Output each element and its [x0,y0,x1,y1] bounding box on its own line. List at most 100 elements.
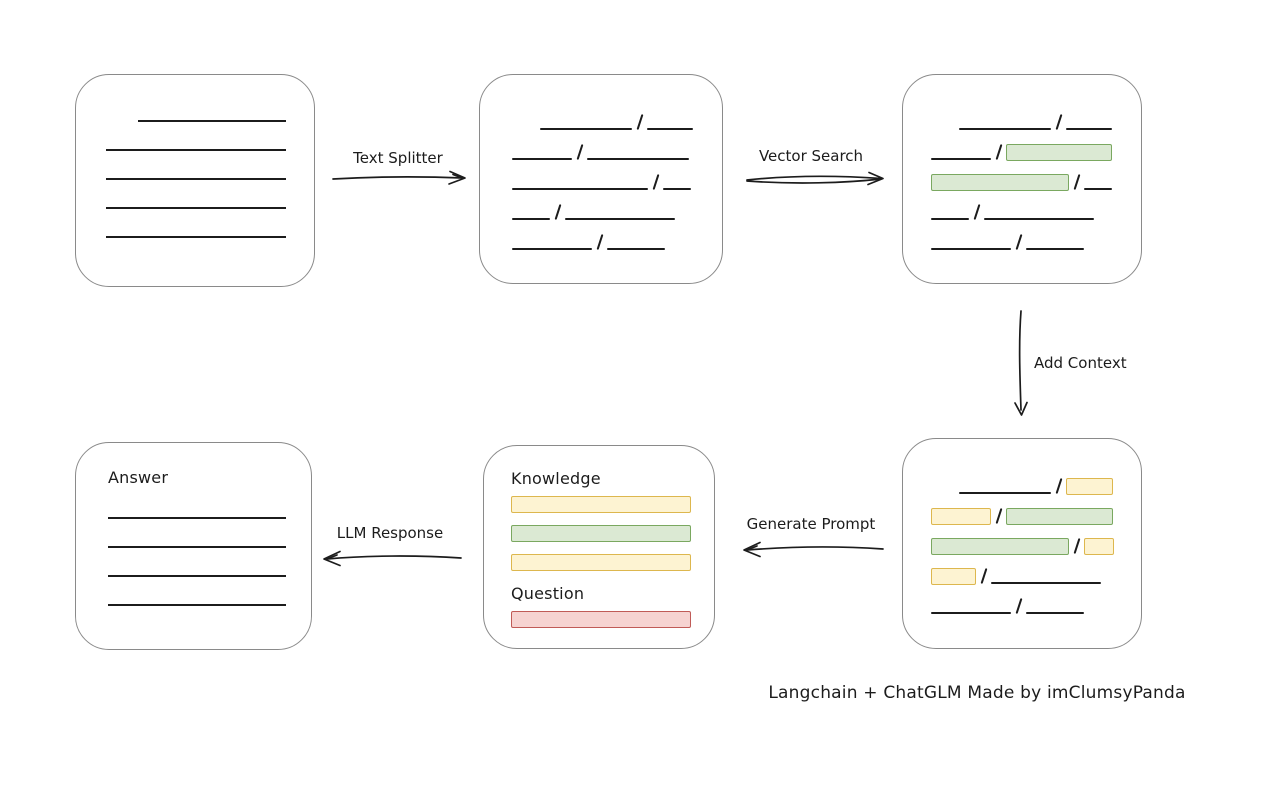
document-lines [106,120,314,238]
chunk-row [931,595,1141,615]
text-segment [931,158,991,160]
slash-separator [652,174,660,190]
green-chunk [1006,144,1112,161]
green-chunk [931,538,1069,555]
chunk-row [931,231,1141,251]
credit-caption: Langchain + ChatGLM Made by imClumsyPand… [768,683,1186,703]
yellow-chunk [931,568,976,585]
answer-heading: Answer [108,468,169,487]
text-segment [931,218,969,220]
question-heading: Question [511,584,585,603]
slash-separator [995,508,1003,524]
red-bar [511,611,691,628]
text-segment [512,188,648,190]
vector-search-arrow [746,171,884,186]
text-splitter-label: Text Splitter [353,149,443,167]
text-splitter-arrow [332,170,466,185]
add-context-arrow [1014,310,1028,416]
context-chunks-box [902,438,1142,649]
slash-separator [995,144,1003,160]
text-segment [663,188,691,190]
llm-response-label: LLM Response [336,524,444,542]
yellow-chunk [1066,478,1113,495]
slash-separator [1073,538,1081,554]
chunk-row [512,201,722,221]
generate-prompt-arrow [743,541,884,558]
text-segment [959,492,1051,494]
text-line [106,236,286,238]
knowledge-bars [511,496,691,571]
chunk-rows [931,111,1141,251]
slash-separator [1015,234,1023,250]
text-segment [991,582,1101,584]
generate-prompt-label: Generate Prompt [746,515,876,533]
chunk-row [931,171,1141,191]
answer-lines [108,517,311,606]
chunk-row [931,475,1141,495]
answer-box: Answer [75,442,312,650]
text-segment [1026,612,1084,614]
yellow-chunk [931,508,991,525]
text-line [108,575,286,577]
text-segment [984,218,1094,220]
text-segment [607,248,665,250]
text-segment [959,128,1051,130]
text-segment [931,612,1011,614]
text-line [108,604,286,606]
yellow-bar [511,496,691,513]
slash-separator [576,144,584,160]
slash-separator [1055,478,1063,494]
chunk-row [931,505,1141,525]
question-bars [511,611,691,628]
slash-separator [554,204,562,220]
chunk-row [512,141,722,161]
text-segment [1084,188,1112,190]
text-line [106,149,286,151]
chunk-rows [931,475,1141,615]
chunk-row [931,565,1141,585]
text-segment [1066,128,1112,130]
knowledge-heading: Knowledge [511,469,601,488]
prompt-box: Knowledge Question [483,445,715,649]
add-context-label: Add Context [1034,354,1127,372]
text-segment [512,218,550,220]
retrieved-chunks-box [902,74,1142,284]
indent-gap [512,130,540,131]
text-line [106,207,286,209]
llm-response-arrow [323,550,462,567]
indent-gap [931,494,959,495]
chunk-row [931,201,1141,221]
slash-separator [596,234,604,250]
text-segment [587,158,689,160]
chunk-row [931,535,1141,555]
indent-gap [931,130,959,131]
text-segment [512,158,572,160]
chunk-row [512,111,722,131]
slash-separator [980,568,988,584]
chunk-rows [512,111,722,251]
green-chunk [1006,508,1113,525]
chunk-row [931,111,1141,131]
text-segment [540,128,632,130]
yellow-bar [511,554,691,571]
green-bar [511,525,691,542]
text-segment [565,218,675,220]
text-line [108,546,286,548]
text-line [108,517,286,519]
chunk-row [931,141,1141,161]
text-line [138,120,286,122]
text-segment [931,248,1011,250]
text-segment [512,248,592,250]
green-chunk [931,174,1069,191]
slash-separator [636,114,644,130]
slash-separator [1073,174,1081,190]
chunk-row [512,171,722,191]
source-document-box [75,74,315,287]
slash-separator [1055,114,1063,130]
slash-separator [973,204,981,220]
split-chunks-box [479,74,723,284]
text-line [106,178,286,180]
text-segment [1026,248,1084,250]
chunk-row [512,231,722,251]
